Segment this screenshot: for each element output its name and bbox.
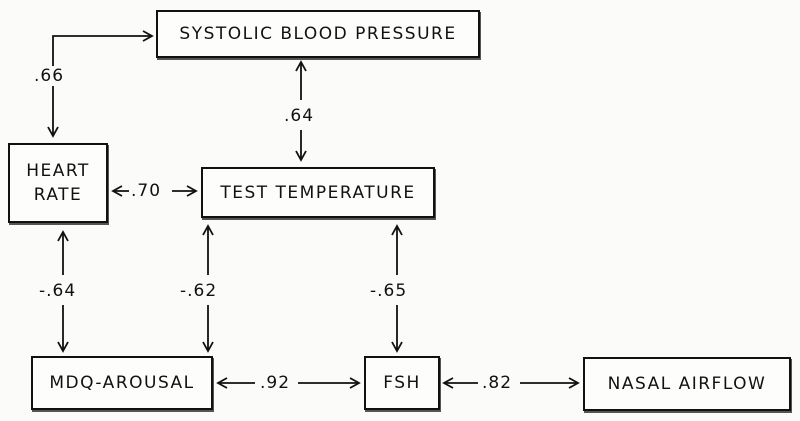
node-heart-rate-label: HEART RATE: [26, 161, 90, 205]
node-test-temperature-label: TEST TEMPERATURE: [220, 182, 416, 203]
edge-label-mdq-fsh: .92: [258, 373, 293, 393]
node-nasal-airflow-label: NASAL AIRFLOW: [607, 374, 767, 394]
node-fsh: FSH: [364, 356, 440, 410]
edge-label-temp-mdq: -.62: [178, 281, 220, 301]
edge-label-systolic-temp: .64: [282, 106, 317, 126]
node-test-temperature: TEST TEMPERATURE: [201, 167, 435, 218]
edge-hr-systolic: [52, 30, 154, 90]
node-nasal-airflow: NASAL AIRFLOW: [583, 357, 791, 411]
node-systolic-label: SYSTOLIC BLOOD PRESSURE: [179, 24, 457, 44]
edge-label-hr-temp: .70: [129, 181, 164, 201]
node-fsh-label: FSH: [383, 373, 421, 393]
node-systolic-blood-pressure: SYSTOLIC BLOOD PRESSURE: [156, 10, 480, 58]
edge-label-fsh-nasal: .82: [480, 373, 515, 393]
edge-label-hr-mdq: -.64: [37, 281, 79, 301]
node-heart-rate: HEART RATE: [8, 143, 108, 223]
edge-label-hr-systolic: .66: [32, 66, 67, 86]
node-mdq-arousal: MDQ-AROUSAL: [31, 356, 213, 410]
edge-label-temp-fsh: -.65: [368, 281, 410, 301]
node-mdq-arousal-label: MDQ-AROUSAL: [49, 373, 195, 393]
